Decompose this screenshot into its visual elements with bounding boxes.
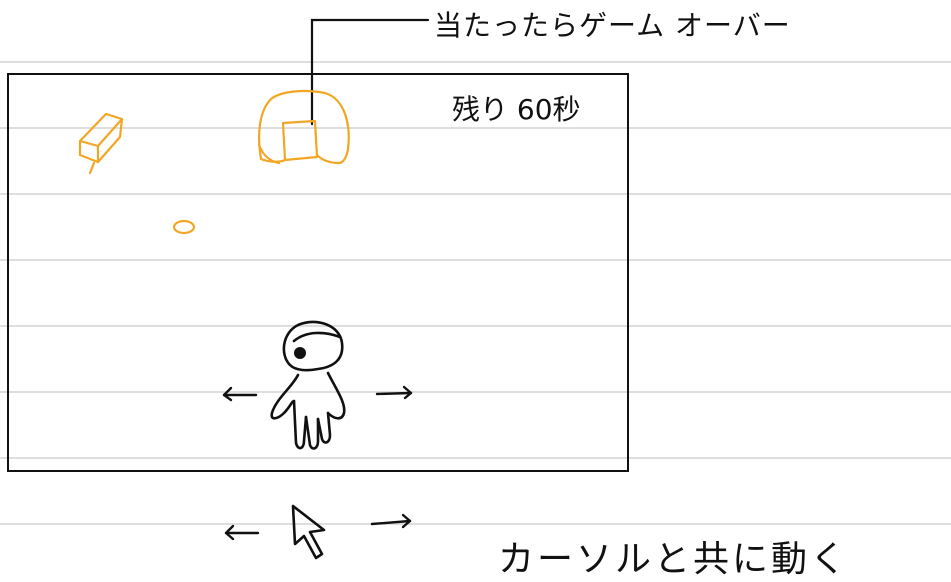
ruled-line (0, 259, 951, 261)
mouse-cursor-icon (291, 504, 326, 560)
ring-icon (172, 219, 196, 235)
tilted-box-icon (78, 112, 124, 175)
player-character-icon (270, 320, 346, 450)
ruled-line (0, 457, 951, 459)
ruled-line (0, 523, 951, 525)
ruled-line (0, 61, 951, 63)
arrow-right-icon (370, 513, 412, 529)
bucket-icon (257, 89, 350, 165)
ruled-line (0, 325, 951, 327)
arrow-left-icon (222, 386, 258, 402)
game-over-note: 当たったらゲーム オーバー (434, 9, 791, 42)
cursor-note: カーソルと共に動く (498, 539, 850, 580)
game-area-frame (7, 73, 629, 472)
arrow-left-icon (224, 524, 260, 541)
timer-label: 残り 60秒 (452, 93, 581, 126)
ruled-line (0, 127, 951, 129)
arrow-right-icon (375, 385, 413, 400)
ruled-line (0, 391, 951, 393)
ruled-line (0, 193, 951, 195)
